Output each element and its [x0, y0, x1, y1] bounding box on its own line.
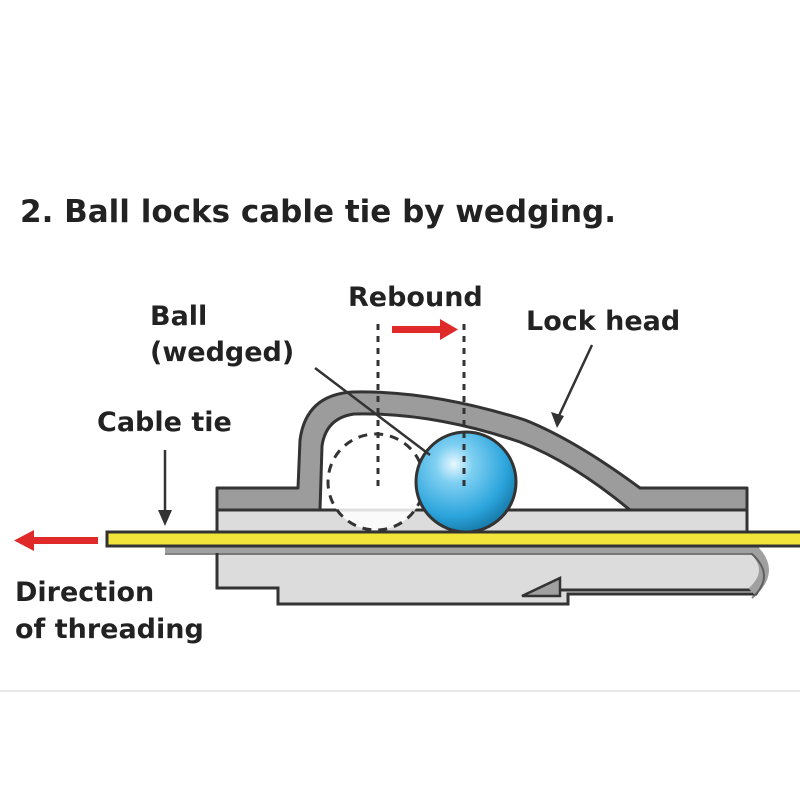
rebound-guides — [376, 324, 466, 488]
direction-label-line2: of threading — [15, 614, 204, 645]
rebound-label: Rebound — [348, 282, 483, 313]
bottom-divider — [0, 690, 800, 692]
ball-state-label: (wedged) — [150, 337, 294, 368]
cable-tie-pointer-icon — [158, 510, 172, 526]
leader-lines — [163, 344, 594, 520]
ball-label: Ball — [150, 301, 207, 332]
cable-tie-strip — [105, 530, 800, 548]
lock-head-housing — [215, 390, 749, 512]
cable-tie-label: Cable tie — [97, 407, 232, 438]
lock-head-label: Lock head — [526, 306, 680, 337]
ball-icon — [414, 430, 518, 534]
diagram-title: 2. Ball locks cable tie by wedging. — [20, 194, 616, 230]
lower-housing — [165, 543, 769, 606]
direction-label: Direction — [15, 577, 154, 608]
rebound-arrow-icon — [392, 319, 458, 340]
ball-previous-position — [326, 432, 426, 532]
direction-arrow-icon — [14, 530, 98, 551]
lock-head-pointer-icon — [551, 412, 564, 428]
